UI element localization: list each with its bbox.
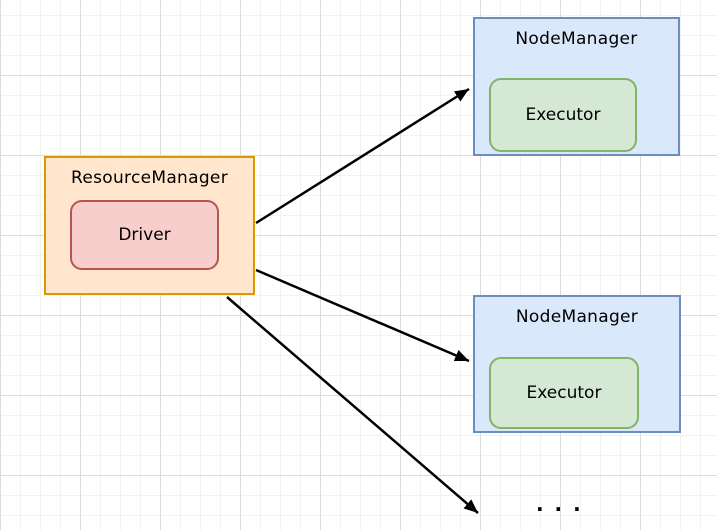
node-manager-top-node[interactable]: NodeManager Executor: [473, 17, 680, 156]
arrow-rm-to-nodemanager-top[interactable]: [255, 87, 470, 225]
resource-manager-node[interactable]: ResourceManager Driver: [44, 156, 255, 295]
resource-manager-label: ResourceManager: [71, 168, 228, 188]
executor-top-label: Executor: [525, 105, 601, 125]
node-manager-bottom-node[interactable]: NodeManager Executor: [473, 295, 681, 433]
arrow-rm-to-more-nodes[interactable]: [226, 296, 479, 514]
arrow-rm-to-nodemanager-bottom[interactable]: [255, 268, 470, 363]
executor-bottom-label: Executor: [526, 383, 602, 403]
more-nodes-ellipsis: . . .: [536, 492, 583, 516]
executor-top-node[interactable]: Executor: [489, 78, 637, 152]
driver-node[interactable]: Driver: [70, 200, 219, 270]
executor-bottom-node[interactable]: Executor: [489, 357, 639, 429]
driver-label: Driver: [118, 225, 171, 245]
node-manager-top-label: NodeManager: [515, 29, 638, 49]
node-manager-bottom-label: NodeManager: [515, 307, 639, 327]
